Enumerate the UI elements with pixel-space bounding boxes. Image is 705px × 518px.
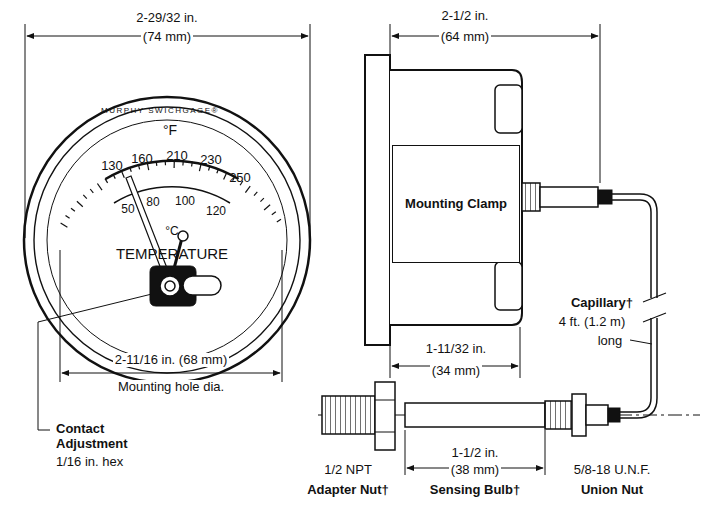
dimension-label: TEMPERATURE xyxy=(116,245,228,262)
dimension-label: 1/16 in. hex xyxy=(54,455,125,470)
dimension-label: 1-1/2 in. xyxy=(450,446,501,461)
part-name: Mounting Clamp xyxy=(405,196,507,212)
mounting-clamp: Mounting Clamp xyxy=(392,145,520,263)
capillary xyxy=(612,194,657,298)
flange xyxy=(365,55,390,345)
scale-tick xyxy=(165,160,167,165)
dimension-label: 120 xyxy=(206,205,226,219)
scale-tick xyxy=(260,198,264,202)
dimension-label: long xyxy=(596,334,625,349)
scale-tick xyxy=(217,169,219,174)
scale-tick xyxy=(61,223,68,227)
dimension-label: 130 xyxy=(101,159,123,174)
dimension-label: 4 ft. (1.2 m) xyxy=(557,315,627,330)
dimension-label: Mounting hole dia. xyxy=(116,380,226,395)
dimension-label: (64 mm) xyxy=(439,30,491,45)
scale-tick xyxy=(245,186,250,192)
dimension-label: 2-11/16 in. (68 mm) xyxy=(113,353,229,368)
scale-tick xyxy=(97,184,102,191)
dimension-label: 50 xyxy=(121,203,134,217)
dimension-label: °C xyxy=(165,225,178,239)
scale-tick xyxy=(113,174,115,178)
dimension-label: (38 mm) xyxy=(449,463,501,478)
dimension-label: Adapter Nut† xyxy=(305,483,391,498)
scale-tick xyxy=(71,208,75,211)
dimension-line xyxy=(392,36,598,37)
dimension-label: 100 xyxy=(175,195,195,209)
dimension-label: Sensing Bulb† xyxy=(428,483,522,498)
scale-tick xyxy=(130,167,132,172)
scale-tick xyxy=(191,162,193,167)
scale-tick xyxy=(105,179,108,183)
scale-tick xyxy=(264,205,270,210)
sensing-bulb xyxy=(405,403,545,427)
scale-tick xyxy=(83,195,87,199)
bezel-outer xyxy=(24,97,310,383)
dimension-label: Contact Adjustment xyxy=(54,422,148,452)
dimension-label: 250 xyxy=(229,171,251,186)
scale-tick xyxy=(66,215,70,218)
dimension-label: 160 xyxy=(131,152,153,167)
dimension-label: MURPHY SWICHGAGE® xyxy=(101,106,219,115)
scale-ticks xyxy=(61,160,281,227)
dimension-label: 210 xyxy=(166,149,188,164)
scale-tick xyxy=(77,201,83,207)
dimension-label: 5/8-18 U.N.F. xyxy=(572,463,653,478)
union-nut xyxy=(545,401,572,429)
scale-tick xyxy=(272,212,276,215)
dimension-label: (74 mm) xyxy=(141,30,193,45)
dial-face xyxy=(47,120,287,360)
dimension-label: 230 xyxy=(200,153,222,168)
dimension-label: (34 mm) xyxy=(430,364,482,379)
bezel-inner xyxy=(34,107,300,373)
dimension-label: Union Nut xyxy=(579,483,645,498)
scale-tick xyxy=(277,219,281,222)
dimension-label: 80 xyxy=(146,196,159,210)
dimension-label: 1/2 NPT xyxy=(322,463,374,478)
scale-tick xyxy=(90,189,93,193)
leader-line xyxy=(630,340,652,344)
gauge-case xyxy=(390,70,522,325)
scale-tick xyxy=(254,192,257,196)
scale-tick xyxy=(224,172,227,179)
dimension-label: Capillary† xyxy=(569,296,635,311)
dimension-label: 1-11/32 in. xyxy=(424,342,488,357)
dimension-label: °F xyxy=(163,122,177,138)
dimension-label: 2-1/2 in. xyxy=(440,9,491,24)
scale-tick xyxy=(156,161,158,166)
adapter-nut xyxy=(322,396,375,434)
dimension-line xyxy=(62,373,280,374)
dimension-label: 2-29/32 in. xyxy=(134,11,199,26)
